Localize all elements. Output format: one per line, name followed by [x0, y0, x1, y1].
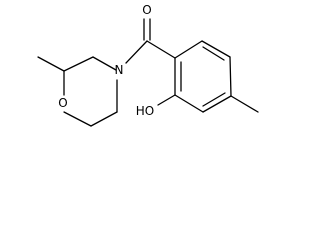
bond-inner-c2-c3 — [202, 46, 225, 61]
carbonyl-group — [125, 18, 176, 64]
hydroxyl-label: HO — [136, 104, 154, 118]
bond-c5-c6 — [174, 94, 204, 113]
bond-o-c6 — [63, 111, 92, 127]
bond-c1-c2 — [174, 40, 203, 59]
bond-c4-c5 — [202, 95, 232, 113]
bond-n-carbonyl — [125, 40, 148, 64]
bond-c6-c5 — [90, 111, 118, 127]
bond-c2-methyl — [37, 56, 65, 72]
ring-nitrogen-label: N — [115, 63, 124, 77]
structure-diagram: O N O HO — [37, 3, 259, 127]
bond-inner-c4-c5 — [202, 92, 226, 107]
bond-c3-c2 — [63, 56, 94, 72]
bond-carbonyl-ring — [146, 40, 176, 59]
bond-c2-c3 — [201, 40, 231, 58]
bond-ring-oh — [157, 94, 176, 106]
ring-oxygen-label: O — [58, 96, 67, 110]
bond-ring-methyl — [230, 95, 259, 113]
bond-c3-c4 — [229, 56, 232, 97]
bond-n-c3 — [92, 56, 117, 71]
morpholine-ring — [37, 56, 118, 127]
benzene-ring — [157, 40, 259, 113]
carbonyl-oxygen-label: O — [142, 3, 151, 17]
